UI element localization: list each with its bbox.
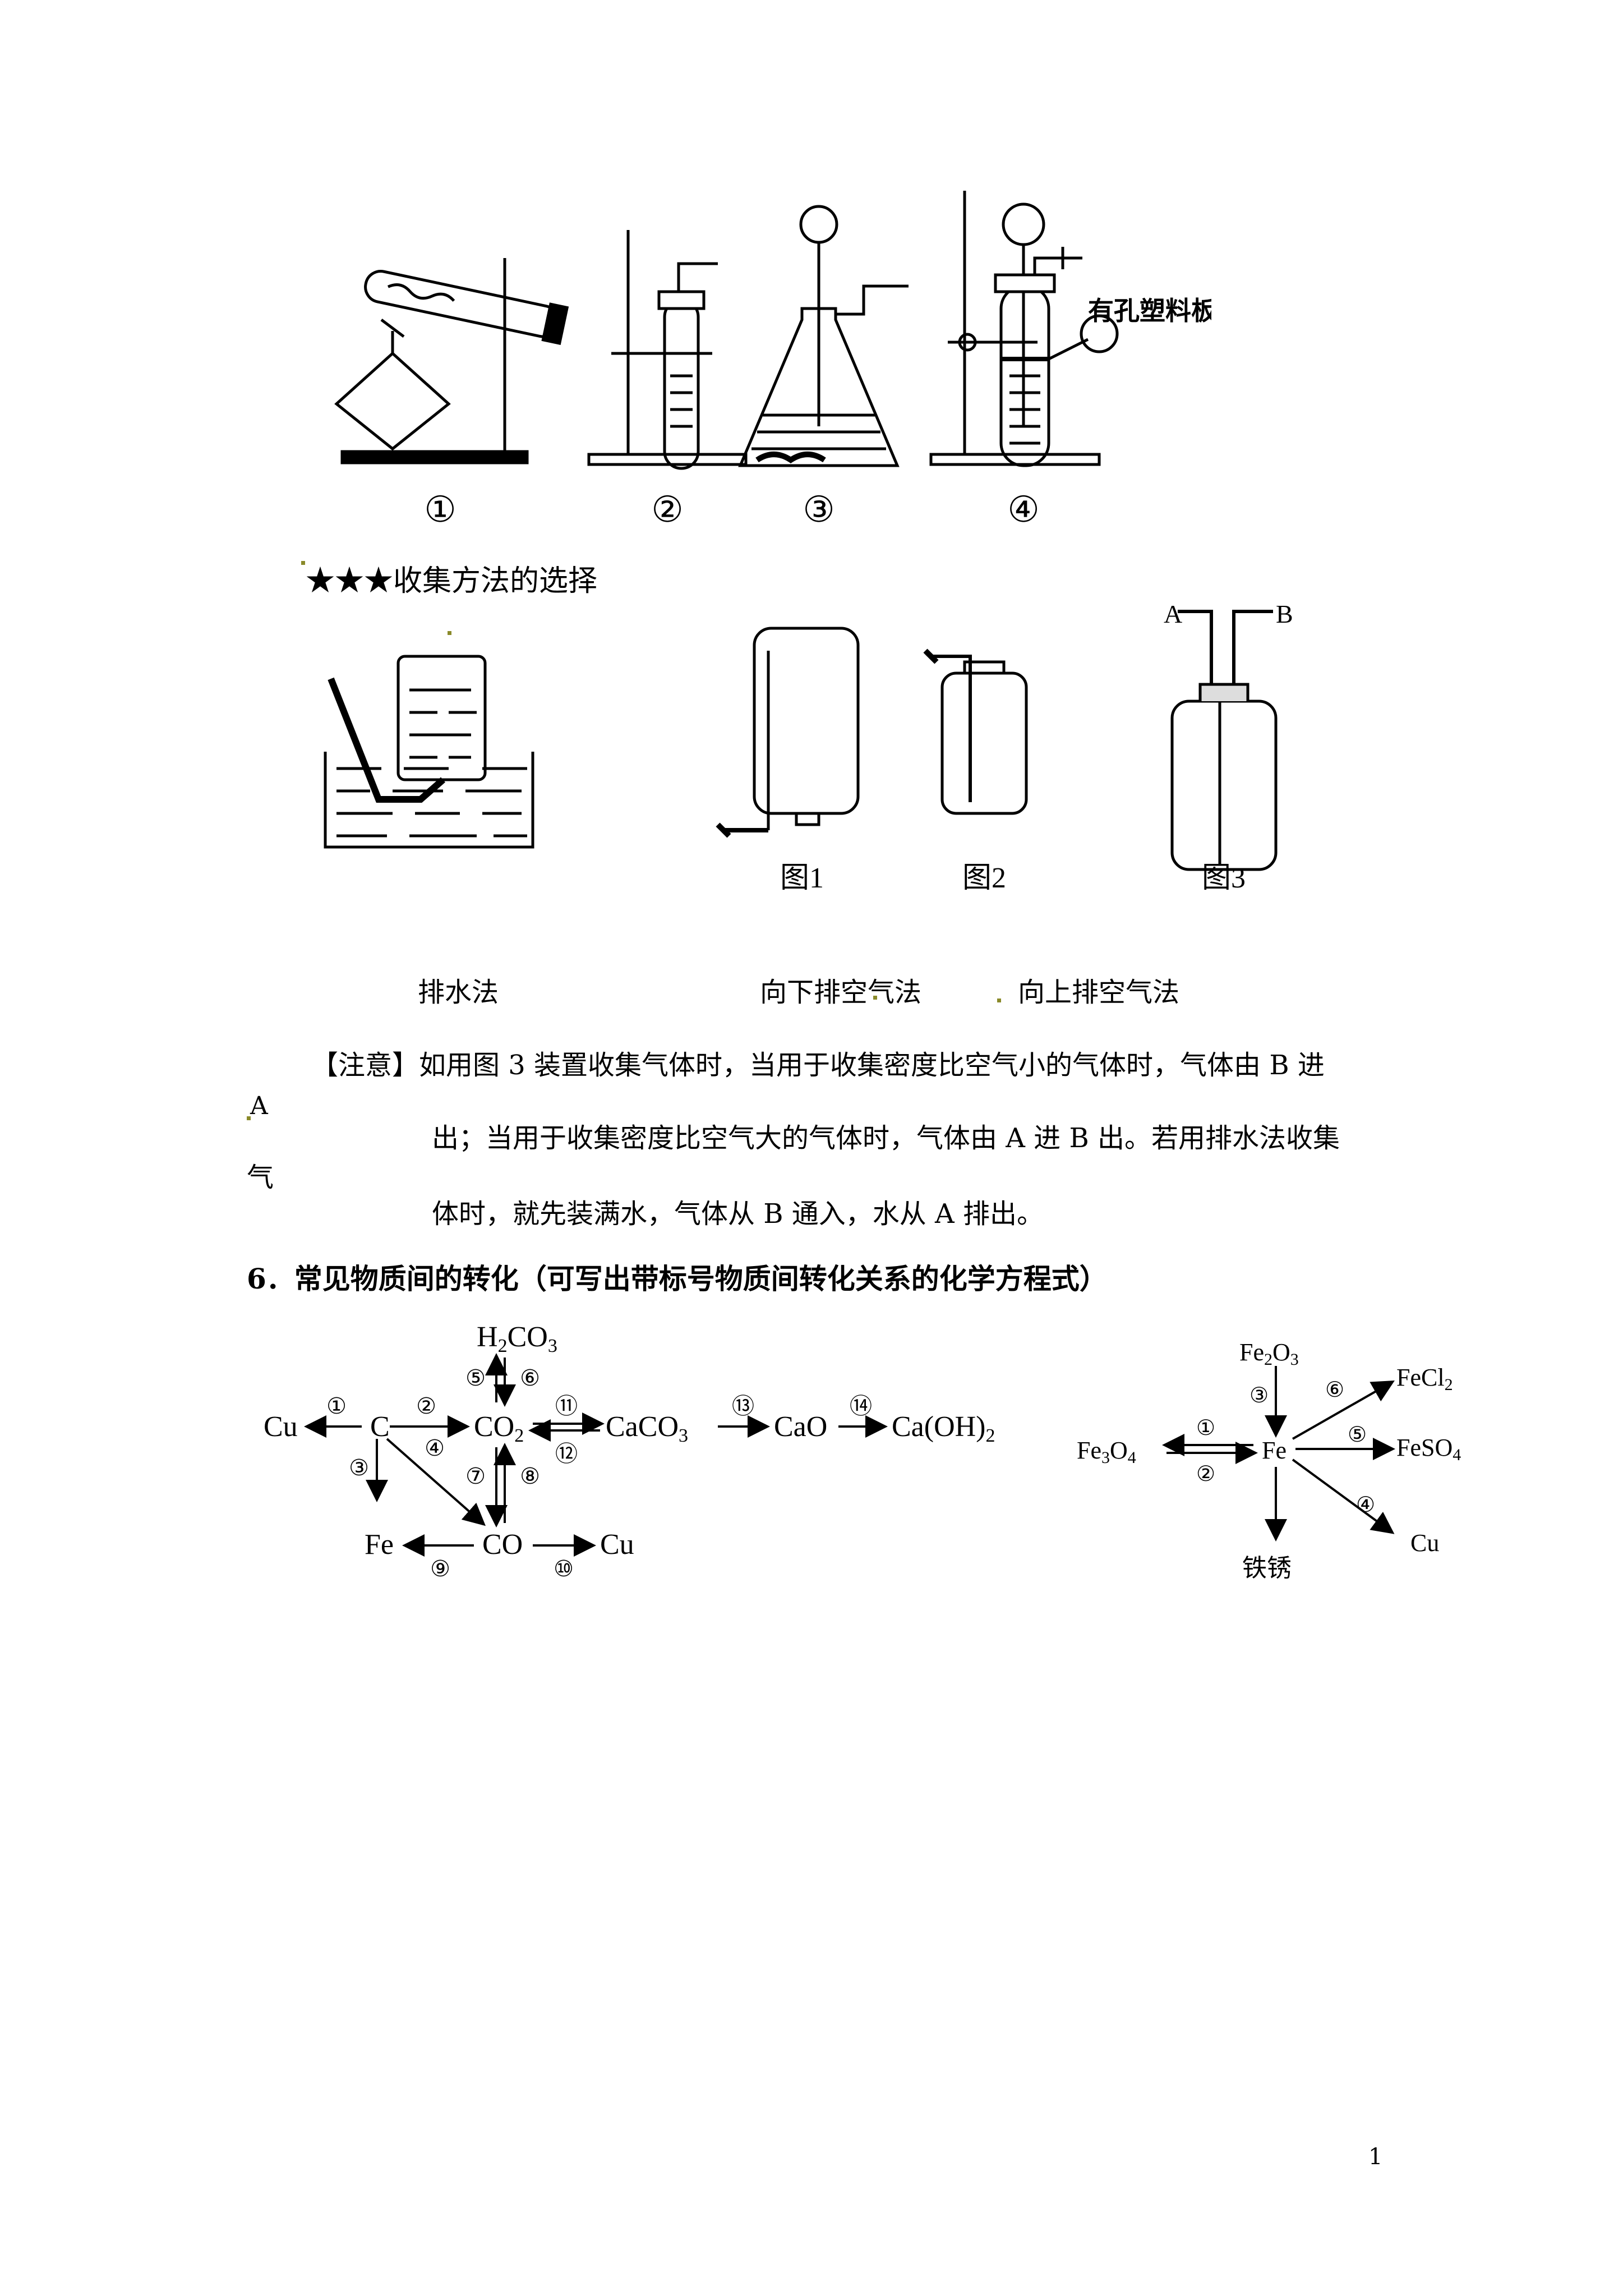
gas-generation-apparatus-figure: 有孔塑料板 ① ② ③ ④ [334,191,1211,530]
tube-b-label: B [1276,600,1293,628]
marker-7: ⑦ [465,1464,486,1489]
figure-caption-1: 图1 [780,862,824,892]
node-fe2o3: Fe2O3 [1239,1338,1299,1369]
apparatus-label-3: ③ [803,490,834,530]
note-stray-a: A [250,1092,268,1120]
node-rust: 铁锈 [1242,1554,1292,1582]
node-cu-left: Cu [264,1411,298,1443]
iron-marker-2: ② [1196,1462,1215,1486]
method-label-upward: 向上排空气法 [1018,977,1180,1008]
node-co2: CO2 [474,1411,524,1446]
porous-plate-label: 有孔塑料板 [1088,297,1211,325]
note-line-2: 出；当用于收集密度比空气大的气体时，气体由 A 进 B 出。若用排水法收集 [432,1122,1340,1154]
node-fe3o4: Fe3O4 [1077,1437,1136,1467]
stray-mark [873,996,877,1000]
node-co: CO [482,1529,523,1561]
gas-collection-figure: A B 图1 图2 图3 [324,600,1293,892]
marker-10: ⑩ [554,1556,574,1581]
node-cao: CaO [774,1411,827,1443]
stray-mark [301,561,305,565]
method-label-downward: 向下排空气法 [760,977,922,1008]
apparatus-label-1: ① [424,490,456,530]
page-number: 1 [1368,2144,1383,2170]
method-label-water: 排水法 [418,977,499,1008]
stray-mark [247,1116,251,1120]
node-fe: Fe [1262,1437,1287,1464]
marker-6: ⑥ [520,1365,540,1391]
marker-8: ⑧ [520,1464,540,1489]
collect-method-heading: ★★★收集方法的选择 [306,564,598,598]
node-caoh2: Ca(OH)2 [892,1411,995,1446]
iron-conversion-diagram: Fe2O3 Fe3O4 Fe FeCl2 FeSO4 Cu 铁锈 ① ② ③ ④… [1077,1338,1461,1582]
marker-14: ⑭ [850,1393,872,1419]
node-fecl2: FeCl2 [1396,1364,1453,1394]
marker-11: ⑪ [555,1393,578,1419]
iron-marker-6: ⑥ [1325,1378,1344,1402]
note-stray-qi: 气 [247,1162,274,1193]
stray-mark [448,631,451,635]
marker-13: ⑬ [732,1393,754,1419]
node-h2co3: H2CO3 [477,1321,557,1356]
iron-marker-5: ⑤ [1348,1423,1367,1447]
marker-12: ⑫ [555,1441,578,1466]
iron-marker-3: ③ [1249,1384,1269,1407]
apparatus-label-4: ④ [1007,490,1039,530]
node-fe: Fe [365,1529,394,1561]
marker-2: ② [416,1393,436,1419]
figure-caption-2: 图2 [962,862,1006,892]
note-line-3: 体时，就先装满水，气体从 B 通入，水从 A 排出。 [432,1198,1044,1230]
apparatus-label-2: ② [651,490,683,530]
carbon-conversion-diagram: Cu C CO2 H2CO3 CaCO3 CaO Ca(OH)2 Fe CO C… [264,1321,995,1581]
note-line-1: 【注意】如用图 3 装置收集气体时，当用于收集密度比空气小的气体时，气体由 B … [311,1050,1325,1081]
node-caco3: CaCO3 [606,1411,688,1446]
marker-4: ④ [425,1435,445,1461]
node-cu: Cu [1410,1529,1439,1557]
tube-a-label: A [1164,600,1182,628]
marker-9: ⑨ [430,1556,450,1581]
figure-caption-3: 图3 [1202,862,1246,892]
marker-5: ⑤ [465,1365,486,1391]
section-6-heading: 6．常见物质间的转化（可写出带标号物质间转化关系的化学方程式） [247,1262,1108,1295]
marker-1: ① [326,1393,347,1419]
node-feso4: FeSO4 [1396,1434,1461,1464]
stray-mark [997,999,1001,1002]
marker-3: ③ [349,1455,369,1480]
node-cu-right: Cu [600,1529,634,1561]
iron-marker-1: ① [1196,1416,1215,1440]
iron-marker-4: ④ [1356,1493,1375,1517]
node-c: C [370,1411,390,1443]
